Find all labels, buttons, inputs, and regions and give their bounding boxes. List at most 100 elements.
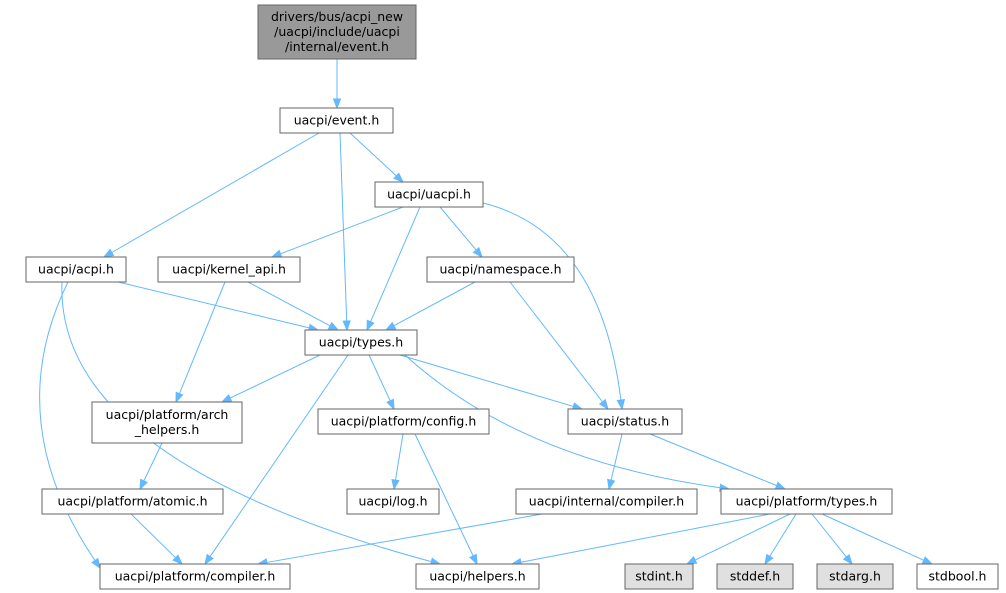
node-label: uacpi/platform/compiler.h: [115, 569, 276, 584]
node-label: uacpi/types.h: [319, 335, 403, 350]
node-kernel-api[interactable]: uacpi/kernel_api.h: [157, 256, 301, 283]
node-arch-helpers[interactable]: uacpi/platform/arch_helpers.h: [91, 401, 243, 444]
nodes-layer: drivers/bus/acpi_new/uacpi/include/uacpi…: [25, 4, 999, 590]
node-label: /internal/event.h: [285, 39, 389, 54]
edge-arrowhead: [598, 398, 609, 411]
node-label: drivers/bus/acpi_new: [271, 9, 403, 24]
node-label: stdint.h: [635, 569, 683, 584]
node-acpi-h[interactable]: uacpi/acpi.h: [25, 256, 127, 283]
edge-arrowhead: [607, 478, 616, 491]
edge-config-to-helpers: [414, 433, 478, 566]
node-box: [257, 4, 417, 60]
node-box: [515, 488, 698, 515]
edge-arrowhead: [386, 398, 395, 411]
node-label: uacpi/platform/config.h: [331, 414, 477, 429]
node-box: [91, 401, 243, 444]
edge-uacpi_h-to-namespace: [439, 206, 483, 259]
node-internal-compiler[interactable]: uacpi/internal/compiler.h: [515, 488, 698, 515]
edge-arrowhead: [469, 553, 478, 566]
edge-line: [404, 354, 721, 489]
node-box: [346, 488, 440, 515]
edge-status-to-internal_compiler: [607, 433, 623, 491]
node-box: [624, 563, 694, 590]
edge-event-to-acpi_h: [102, 132, 320, 258]
node-log[interactable]: uacpi/log.h: [346, 488, 440, 515]
edge-line: [520, 513, 771, 563]
edge-namespace-to-types: [384, 281, 476, 331]
node-box: [99, 563, 291, 590]
edge-line: [229, 354, 321, 399]
edge-arrowhead: [342, 320, 351, 332]
node-box: [374, 181, 484, 208]
edge-arch_helpers-to-atomic: [139, 442, 163, 491]
edge-line: [111, 132, 320, 253]
edge-arrowhead: [270, 249, 283, 258]
node-label: uacpi/platform/atomic.h: [57, 494, 207, 509]
edge-arrowhead: [921, 556, 934, 565]
edge-line: [399, 354, 574, 407]
node-box: [317, 408, 490, 435]
edge-line: [339, 132, 348, 322]
node-helpers[interactable]: uacpi/helpers.h: [415, 563, 540, 590]
edge-line: [610, 433, 623, 481]
node-label: uacpi/status.h: [581, 414, 669, 429]
node-label: /uacpi/include/uacpi: [274, 24, 400, 39]
edge-line: [117, 281, 310, 329]
edge-line: [280, 206, 404, 255]
node-event-internal: drivers/bus/acpi_new/uacpi/include/uacpi…: [257, 4, 417, 60]
edge-arrowhead: [102, 248, 115, 258]
edge-arrowhead: [327, 321, 340, 331]
edge-line: [439, 206, 477, 251]
node-label: uacpi/internal/compiler.h: [529, 494, 684, 509]
node-stdarg[interactable]: stdarg.h: [816, 563, 894, 590]
edge-acpi_h-to-types: [117, 281, 320, 332]
edge-line: [178, 281, 226, 394]
edge-platform_types-to-stdbool: [821, 513, 934, 565]
edge-atomic-to-platform_compiler: [130, 513, 183, 565]
edge-arrowhead: [172, 554, 183, 565]
edge-types-to-arch_helpers: [220, 354, 321, 403]
edge-arrowhead: [616, 399, 626, 411]
node-uacpi-h[interactable]: uacpi/uacpi.h: [374, 181, 484, 208]
edge-event-to-uacpi_h: [349, 132, 405, 183]
node-config[interactable]: uacpi/platform/config.h: [317, 408, 490, 435]
edge-kernel_api-to-arch_helpers: [175, 281, 226, 404]
node-box: [816, 563, 894, 590]
edge-line: [209, 354, 349, 557]
edge-types-to-config: [368, 354, 395, 411]
edge-line: [414, 433, 474, 557]
edge-acpi_h-to-platform_compiler: [39, 281, 101, 570]
node-types[interactable]: uacpi/types.h: [304, 329, 418, 356]
edge-line: [811, 513, 847, 558]
node-event[interactable]: uacpi/event.h: [279, 107, 394, 134]
node-status[interactable]: uacpi/status.h: [567, 408, 683, 435]
node-platform-compiler[interactable]: uacpi/platform/compiler.h: [99, 563, 291, 590]
node-box: [41, 488, 224, 515]
edge-line: [509, 281, 603, 403]
edge-line: [130, 513, 176, 559]
edge-arrowhead: [332, 98, 342, 110]
edge-line: [247, 281, 331, 327]
edge-kernel_api-to-types: [247, 281, 340, 331]
edge-event-to-types: [339, 132, 351, 332]
node-platform-types[interactable]: uacpi/platform/types.h: [720, 488, 893, 515]
edge-arrowhead: [393, 172, 405, 183]
node-box: [415, 563, 540, 590]
node-label: stdarg.h: [829, 569, 881, 584]
node-atomic[interactable]: uacpi/platform/atomic.h: [41, 488, 224, 515]
edge-uacpi_h-to-kernel_api: [270, 206, 404, 258]
edge-platform_types-to-helpers: [510, 513, 771, 567]
edge-config-to-log: [391, 433, 404, 491]
edge-line: [821, 513, 925, 561]
node-label: stdbool.h: [929, 569, 987, 584]
node-namespace[interactable]: uacpi/namespace.h: [426, 256, 575, 283]
edge-arrowhead: [472, 247, 483, 259]
node-stddef[interactable]: stddef.h: [716, 563, 794, 590]
node-stdint[interactable]: stdint.h: [624, 563, 694, 590]
node-stdbool[interactable]: stdbool.h: [916, 563, 999, 590]
edge-line: [482, 202, 622, 401]
edge-line: [266, 513, 543, 563]
node-box: [716, 563, 794, 590]
edge-line: [649, 433, 777, 487]
